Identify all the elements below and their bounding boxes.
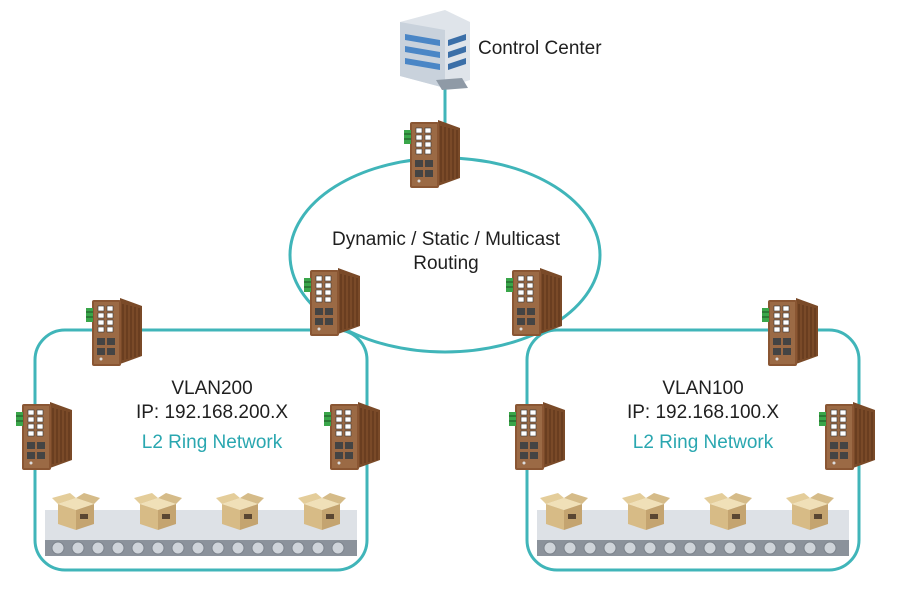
routing-label-line2: Routing xyxy=(413,253,479,274)
right-ring-top-switch-icon xyxy=(761,297,819,367)
right-network-label: L2 Ring Network xyxy=(632,432,774,453)
left-ring-top-switch-icon xyxy=(85,297,143,367)
core-left-switch-icon xyxy=(303,267,361,337)
right-ip-label: IP: 192.168.100.X xyxy=(626,402,780,423)
left-vlan-label: VLAN200 xyxy=(171,378,253,399)
right-vlan-label: VLAN100 xyxy=(662,378,744,399)
left-ip-label: IP: 192.168.200.X xyxy=(135,402,289,423)
control-center-label: Control Center xyxy=(478,38,602,59)
left-ring-left-switch-icon xyxy=(15,401,73,471)
routing-label-line1: Dynamic / Static / Multicast xyxy=(331,229,561,250)
office-building-icon xyxy=(400,10,470,90)
left-ring-right-switch-icon xyxy=(323,401,381,471)
conveyor-belt-icon xyxy=(45,510,357,556)
right-ring-left-switch-icon xyxy=(508,401,566,471)
left-network-label: L2 Ring Network xyxy=(141,432,283,453)
core-right-switch-icon xyxy=(505,267,563,337)
top-switch-icon xyxy=(403,119,461,189)
right-ring-right-switch-icon xyxy=(818,401,876,471)
